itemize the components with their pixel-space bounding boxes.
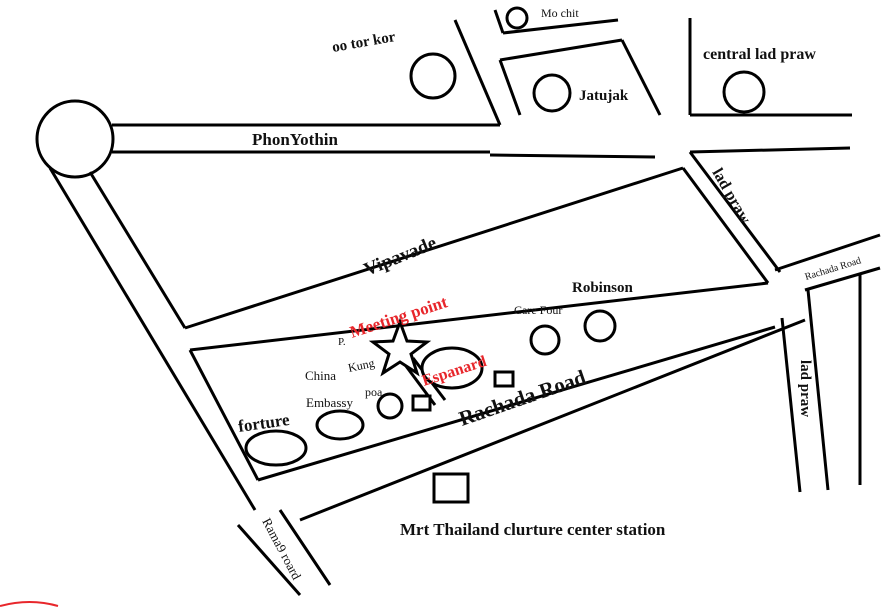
label-vipavade: Vipavade [361,233,440,281]
road-lad-praw-lower-left [780,317,802,493]
label-lad-praw-upper: lad praw [709,166,754,228]
label-embassy: Embassy [306,395,353,410]
poi-care-four[interactable] [529,324,561,356]
road-rachada-right [774,233,881,272]
label-phonyothin: PhonYothin [252,130,339,149]
label-central-lad-praw: central lad praw [703,46,816,63]
label-poa: poa [365,385,383,399]
road-rachada-upper [189,281,769,352]
label-robinson: Robinson [572,280,634,296]
label-oo-tor-kor: oo tor kor [331,29,397,56]
road-rachada-right-lower [804,266,881,292]
road-rama9 [236,524,302,596]
label-p: P. [338,336,346,348]
poi-oo-tor-kor[interactable] [409,52,457,100]
road-lad-praw-top [689,146,851,154]
road-vipavade-right [681,167,770,284]
road-rachada-lower [257,325,776,482]
label-kung: Kung [347,356,376,375]
poi-mo-chit[interactable] [505,6,529,30]
road-rama9-right [278,509,332,586]
road-lad-praw-lower-mid [806,289,830,491]
road-jatujak-right [620,39,662,116]
label-jatujak: Jatujak [579,88,629,104]
square-icon[interactable] [411,394,432,412]
road-oo-tor-kor [453,19,502,126]
roads [35,9,881,596]
star-icon[interactable] [368,317,432,377]
label-mrt-station: Mrt Thailand clurture center station [400,520,666,539]
label-mo-chit: Mo chit [541,6,579,20]
square-icon[interactable] [493,370,515,388]
road-phonyothin-right [489,153,656,159]
poi-central-lad-praw[interactable] [722,70,766,114]
label-rachada-road-small: Rachada Road [804,255,863,282]
label-care-four: Care Four [514,303,562,317]
poi-jatujak[interactable] [532,73,572,113]
road-mo-chit-edge [502,18,619,35]
poi-poa[interactable] [376,392,404,420]
poi-espanard[interactable] [420,346,484,390]
road-jatujak-left [498,59,522,116]
label-china: China [305,368,336,383]
road-rachada-left [188,349,260,481]
square-icon[interactable] [432,472,470,504]
poi-forture[interactable] [244,429,308,467]
road-rachada-outer [299,318,806,522]
label-lad-praw-lower: lad praw [797,360,813,417]
road-lad-praw-left [688,151,782,273]
road-left-diagonal-outer [48,167,257,511]
points-of-interest [244,6,766,504]
poi-robinson[interactable] [583,309,617,343]
road-left-diagonal-inner [88,171,187,329]
road-vipavade [184,166,684,330]
roundabout [35,99,115,179]
highlight-circle-fragment [0,601,59,607]
road-jatujak-top [499,38,623,62]
road-mo-chit [493,9,505,34]
poi-embassy[interactable] [315,409,365,441]
